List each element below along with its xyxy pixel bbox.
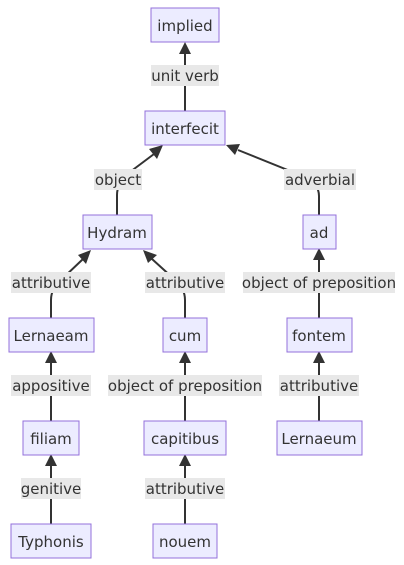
node-nouem[interactable]: nouem xyxy=(152,523,218,559)
node-lernaeam[interactable]: Lernaeam xyxy=(8,317,95,353)
svg-text:attributive: attributive xyxy=(280,377,358,395)
node-implied[interactable]: implied xyxy=(150,7,220,43)
svg-text:cum: cum xyxy=(169,327,201,345)
svg-text:fontem: fontem xyxy=(292,327,346,345)
edge-label-attributive-cum: attributive xyxy=(145,272,225,293)
svg-text:object of preposition: object of preposition xyxy=(108,377,262,395)
svg-text:Hydram: Hydram xyxy=(87,224,147,242)
svg-text:genitive: genitive xyxy=(21,480,82,498)
edge-label-attributive-lernaeam: attributive xyxy=(11,272,91,293)
svg-text:nouem: nouem xyxy=(159,533,211,551)
arrowhead xyxy=(313,248,325,260)
node-ad[interactable]: ad xyxy=(302,214,337,250)
svg-text:Typhonis: Typhonis xyxy=(17,533,84,551)
arrowhead xyxy=(179,351,191,363)
svg-text:object of preposition: object of preposition xyxy=(242,274,396,292)
svg-text:implied: implied xyxy=(157,17,212,35)
node-hydram[interactable]: Hydram xyxy=(82,214,153,250)
arrowhead xyxy=(179,42,191,54)
node-filiam[interactable]: filiam xyxy=(22,420,80,456)
svg-text:ad: ad xyxy=(310,224,329,242)
node-cum[interactable]: cum xyxy=(162,317,208,353)
arrowhead xyxy=(179,454,191,466)
edge-label-object-of-preposition-capitibus: object of preposition xyxy=(108,375,262,396)
svg-text:Lernaeam: Lernaeam xyxy=(14,327,89,345)
arrowhead xyxy=(45,351,57,363)
arrowhead xyxy=(149,145,163,159)
svg-text:adverbial: adverbial xyxy=(285,171,355,189)
node-interfecit[interactable]: interfecit xyxy=(144,110,226,146)
svg-text:unit verb: unit verb xyxy=(151,67,219,85)
edge-label-attributive-nouem: attributive xyxy=(145,478,225,499)
svg-text:object: object xyxy=(95,171,141,189)
arrowhead xyxy=(313,351,325,363)
svg-text:interfecit: interfecit xyxy=(151,120,219,138)
edge-label-attributive-lernaeum: attributive xyxy=(279,375,359,396)
arrowhead xyxy=(45,454,57,466)
svg-text:attributive: attributive xyxy=(146,274,224,292)
node-typhonis[interactable]: Typhonis xyxy=(10,523,92,559)
svg-text:capitibus: capitibus xyxy=(151,430,219,448)
arrowhead xyxy=(226,144,240,155)
svg-text:attributive: attributive xyxy=(12,274,90,292)
edge-label-genitive: genitive xyxy=(21,478,82,499)
node-lernaeum[interactable]: Lernaeum xyxy=(276,420,363,456)
arrowhead xyxy=(143,250,157,263)
node-capitibus[interactable]: capitibus xyxy=(143,420,227,456)
svg-text:attributive: attributive xyxy=(146,480,224,498)
edge-label-adverbial: adverbial xyxy=(284,169,356,190)
edge-label-unit-verb: unit verb xyxy=(151,65,219,86)
svg-text:filiam: filiam xyxy=(30,430,72,448)
edge-label-object: object xyxy=(94,169,142,190)
svg-text:Lernaeum: Lernaeum xyxy=(281,430,356,448)
edge-label-object-of-preposition-fontem: object of preposition xyxy=(242,272,396,293)
arrowhead xyxy=(78,250,91,264)
edge-label-appositive: appositive xyxy=(11,375,91,396)
node-fontem[interactable]: fontem xyxy=(286,317,353,353)
svg-text:appositive: appositive xyxy=(12,377,90,395)
